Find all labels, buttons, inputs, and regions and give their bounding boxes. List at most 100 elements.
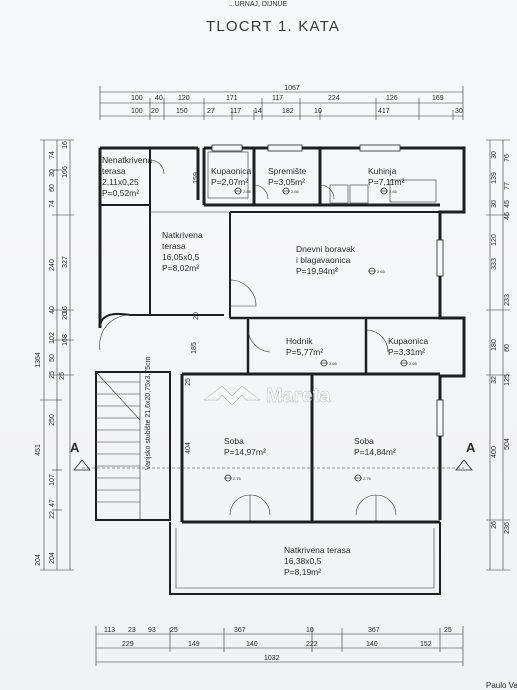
section-mark-left: A [70,440,80,455]
dim-left: 16 [62,141,69,149]
dim-left: 22 [49,511,56,519]
dim-top: 417 [378,108,390,115]
dim-left: 74 [49,151,56,159]
section-mark-right: A [466,440,476,455]
dim-bottom: 152 [420,641,432,648]
plan-title: TLOCRT 1. KATA [206,18,340,35]
inner-dimensions: 159 20 185 404 25 25 [59,172,200,454]
dim-left: 16 [62,306,69,314]
dim-inner: 185 [191,342,198,354]
room-labels: Nenatkrivena terasa 2,11x0,25 P=0,52m² K… [102,155,428,577]
dim-inner: 25 [59,372,66,380]
dim-inner: 25 [185,378,192,386]
section-line: A A [70,440,476,471]
dim-left: 451 [35,444,42,456]
bottom-dimensions: 113 23 93 25 367 10 367 25 229 149 140 2… [95,626,464,666]
dim-top: 20 [151,108,159,115]
dim-left: 166 [62,166,69,178]
watermark-text: Mareta [266,385,331,407]
dim-left: 107 [49,474,56,486]
dim-bottom: 93 [148,627,156,634]
dim-top: 117 [272,95,283,102]
dim-left: 102 [49,332,56,344]
level-marker: 2.65 [329,361,338,366]
room-label: P=7,11m² [368,177,405,187]
dim-left: 25 [49,371,56,379]
dim-bottom: 140 [366,641,378,648]
dim-right: 60 [504,344,511,352]
dim-right: 333 [491,258,498,270]
room-label: Natkrivena terasa [284,545,351,555]
dim-left: 327 [62,256,69,268]
fixtures [207,151,437,204]
level-marker: 2.65 [409,361,418,366]
top-fragment: ...URNAJ, DIJNUE [229,1,288,8]
stair-label: Vanjsko stubište 21,6x20,75x3,75cm [145,356,152,470]
room-label: P=0,52m² [102,188,139,198]
dim-bottom: 222 [306,641,318,648]
dim-top: 126 [386,95,398,102]
dim-top: 27 [207,108,215,115]
dim-bottom: 367 [368,627,380,634]
room-label: P=2,07m² [211,177,248,187]
room-label: Kuhinja [368,166,397,176]
dim-left: 1364 [35,352,42,368]
watermark-logo: Mareta [203,385,332,407]
staircase: Vanjsko stubište 21,6x20,75x3,75cm [95,356,171,521]
room-label: P=14,84m² [354,447,396,457]
room-label: Soba [354,436,374,446]
doors [149,159,397,522]
room-label: terasa [102,166,126,176]
room-label: Spremište [268,166,307,176]
dim-right: 125 [504,374,511,386]
room-label: 2,11x0,25 [102,177,139,187]
left-dimensions: 1364 451 204 74 30 60 74 240 40 102 50 2… [35,139,74,571]
dim-left: 40 [49,306,56,314]
top-dimensions: 1067 100 40 120 171 117 224 126 169 100 … [99,85,464,120]
room-label: Nenatkrivena [102,155,152,165]
room-label: Hodnik [286,336,313,346]
dim-bottom: 229 [122,641,134,648]
dim-left: 50 [49,354,56,362]
dim-left: 74 [49,200,56,208]
room-label: Natkrivena [162,230,203,240]
room-label: P=5,77m² [286,347,323,357]
dim-left: 30 [49,169,56,177]
room-label: P=19,94m² [296,266,338,276]
dim-right: 45 [504,200,511,208]
room-label: P=14,97m² [224,447,266,457]
dim-inner: 159 [193,172,200,184]
dim-left: 204 [35,554,42,566]
dim-top: 10 [314,108,322,115]
dim-bottom: 149 [188,641,200,648]
dim-right: 236 [504,522,511,534]
room-label: i blagavaonica [296,255,351,265]
dim-bottom: 113 [104,627,115,634]
dim-left: 60 [49,184,56,192]
windows [211,144,444,437]
dim-inner: 404 [185,442,192,454]
level-marker: 2.85 [291,189,300,194]
dim-top: 100 [131,108,143,115]
dim-right: 76 [504,154,511,162]
dim-inner: 20 [193,312,200,320]
dim-right: 233 [504,294,511,306]
room-label: P=3,31m² [388,347,425,357]
mareta-logo-icon [203,385,261,406]
room-label: 16,38x0,5 [284,556,322,566]
dim-top-total: 1067 [284,85,300,92]
level-marker: 2.65 [377,269,386,274]
dim-left: 168 [62,334,69,346]
dim-bottom: 23 [128,627,136,634]
dim-bottom-total: 1032 [264,655,280,662]
dim-top: 171 [226,95,238,102]
level-marker: 2.85 [389,189,398,194]
dim-top: 169 [432,95,444,102]
signature-fragment: Paulo Valđić [486,681,517,690]
dim-right: 26 [491,521,498,529]
dim-top: 40 [155,95,163,102]
dim-top: 117 [230,108,241,115]
dim-top: 224 [328,95,340,102]
